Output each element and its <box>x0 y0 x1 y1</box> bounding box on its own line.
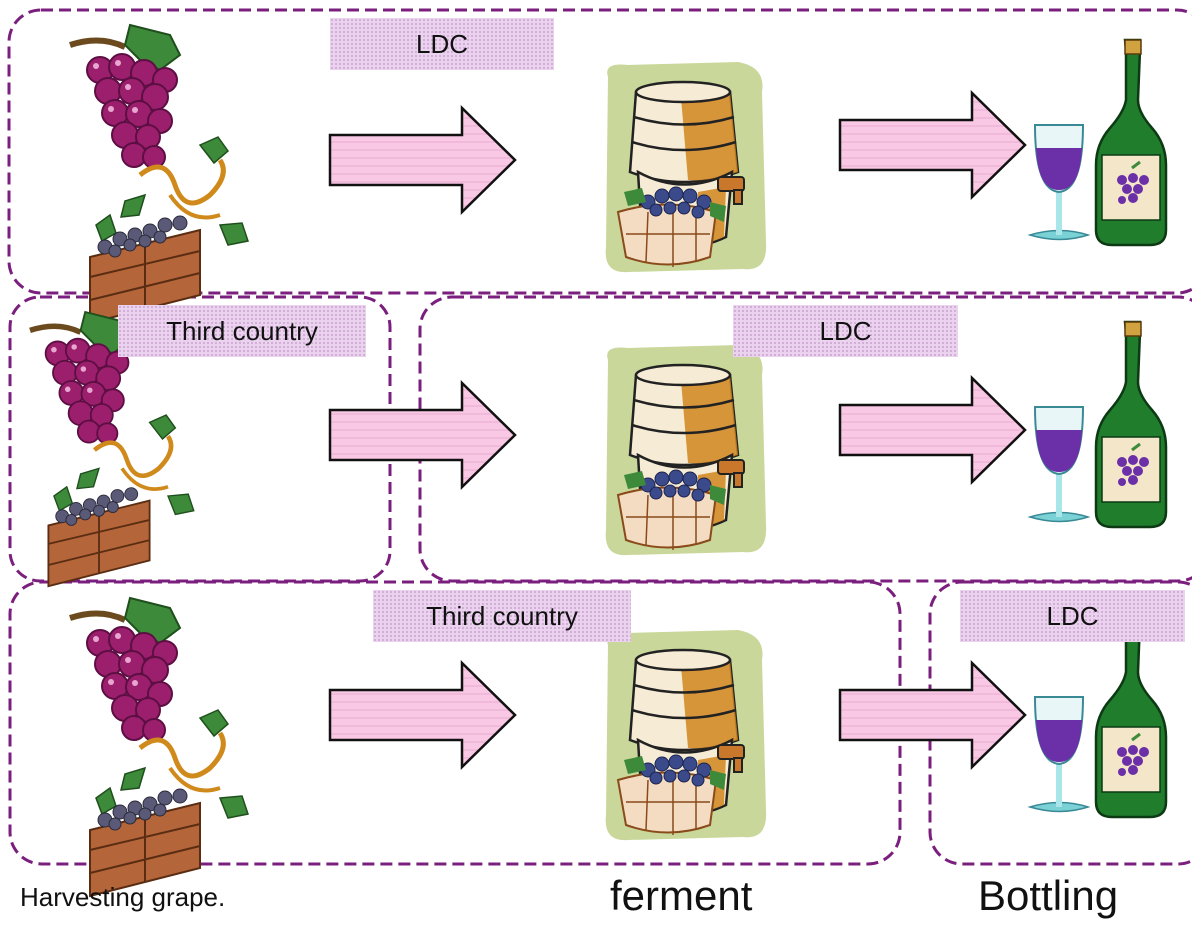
right-arrow-icon <box>838 660 1027 770</box>
region-third-country-row3 <box>8 580 902 866</box>
caption-bottling: Bottling <box>978 872 1119 919</box>
region-label-third-country: Third country <box>118 305 366 357</box>
right-arrow-icon <box>328 380 517 490</box>
region-ldc-row1 <box>7 8 1192 295</box>
right-arrow-icon <box>838 375 1027 485</box>
wine-bottle-and-glass-icon <box>1028 38 1168 247</box>
caption-ferment: ferment <box>610 872 753 919</box>
grapes-and-crate-icon <box>70 598 248 896</box>
region-label-ldc: LDC <box>733 305 958 357</box>
wine-bottle-and-glass-icon <box>1028 320 1168 529</box>
wine-barrel-icon <box>604 60 768 274</box>
wine-bottle-and-glass-icon <box>1028 610 1168 819</box>
wine-barrel-icon <box>604 343 768 557</box>
caption-harvesting: Harvesting grape. <box>20 882 226 912</box>
right-arrow-icon <box>838 90 1027 200</box>
wine-barrel-icon <box>604 628 768 842</box>
region-label-third-country: Third country <box>373 590 631 642</box>
right-arrow-icon <box>328 660 517 770</box>
region-label-ldc: LDC <box>960 590 1185 642</box>
right-arrow-icon <box>328 105 517 215</box>
grapes-and-crate-icon <box>70 25 248 323</box>
region-label-ldc: LDC <box>330 18 554 70</box>
